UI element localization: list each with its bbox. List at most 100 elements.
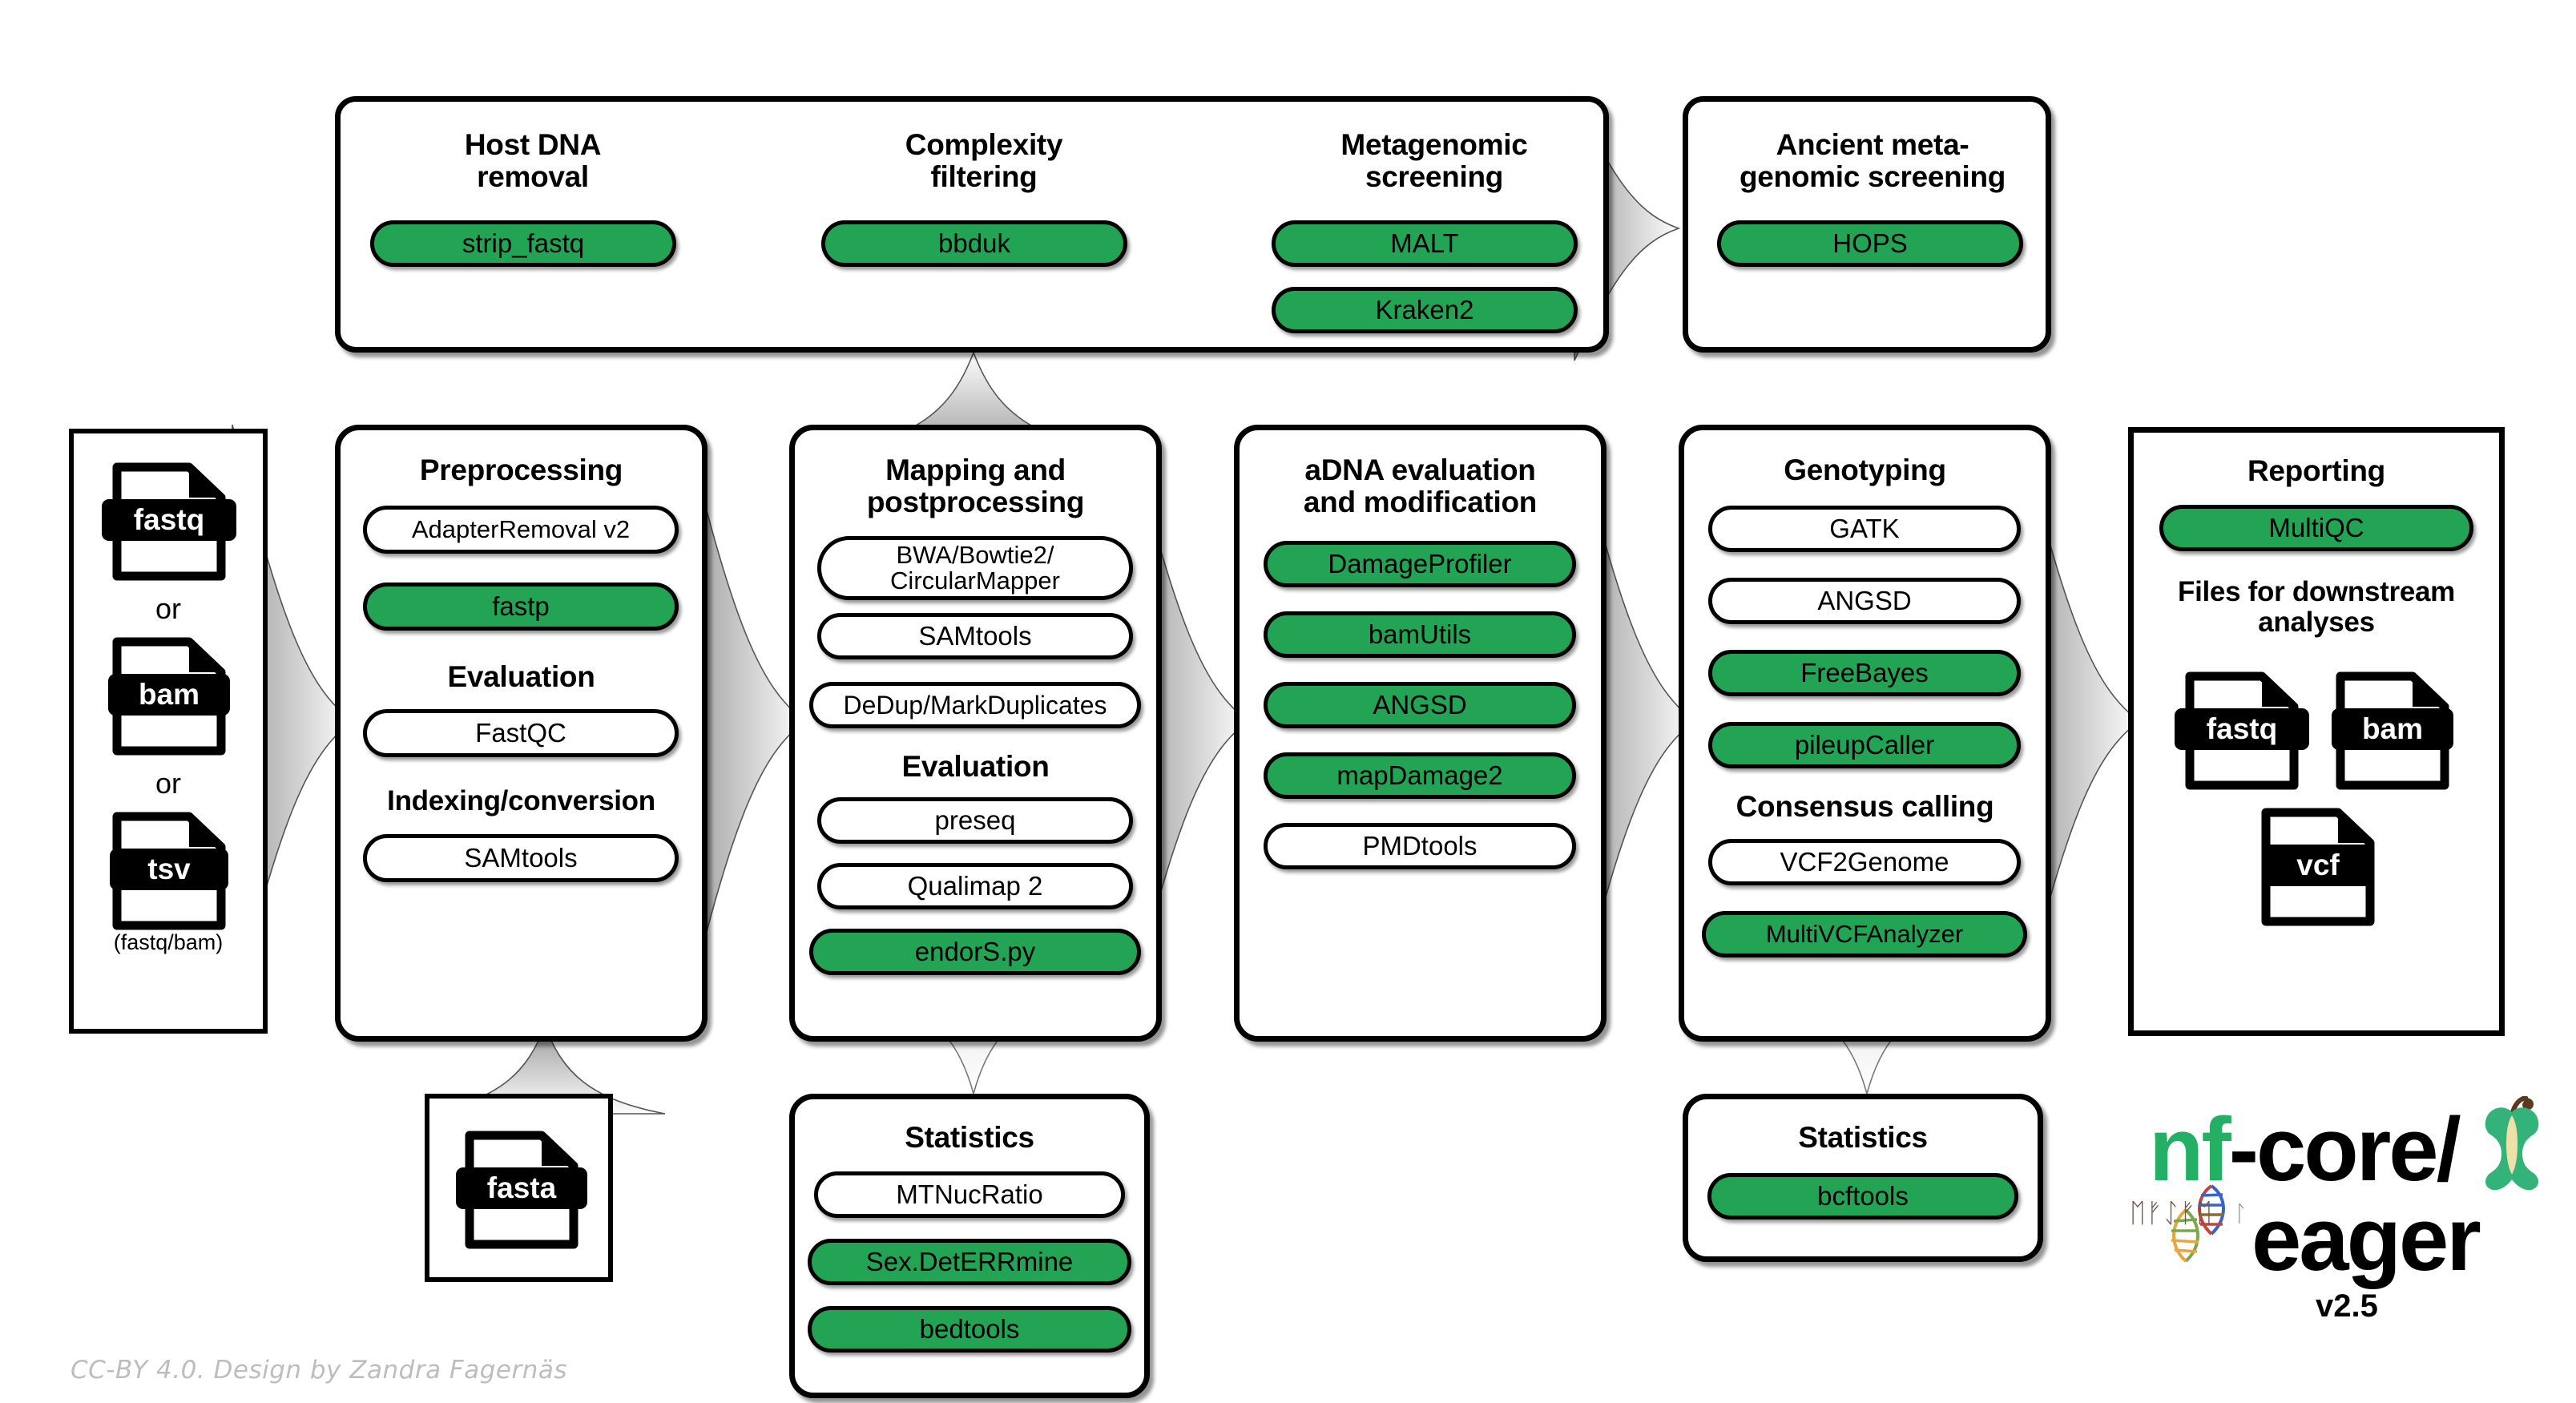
file-ext-label: vcf: [2296, 849, 2340, 881]
tool-pill-mtnucratio[interactable]: MTNucRatio: [814, 1171, 1125, 1218]
tool-label: ANGSD: [1817, 586, 1912, 615]
subheading-files-downstream: Files for downstream analyses: [2134, 577, 2499, 638]
tool-label: fastp: [492, 591, 550, 621]
subheading-consensus-calling: Consensus calling: [1684, 791, 2046, 823]
tool-pill-pileupcaller[interactable]: pileupCaller: [1708, 722, 2021, 768]
section-title-complexity-filtering: Complexity filtering: [824, 129, 1144, 193]
or-label: or: [155, 767, 181, 800]
subheading-text: Evaluation: [901, 750, 1050, 783]
subheading-text: Consensus calling: [1735, 790, 1994, 823]
tool-pill-bwa-bowtie2-circularmapper[interactable]: BWA/Bowtie2/ CircularMapper: [817, 536, 1133, 600]
tsv-format-note: (fastq/bam): [74, 930, 263, 955]
tool-label: Qualimap 2: [907, 871, 1043, 901]
panel-title-statistics-mapping: Statistics: [795, 1122, 1144, 1154]
credit-line: CC-BY 4.0. Design by Zandra Fagernäs: [71, 1356, 567, 1385]
file-ext-label: tsv: [147, 853, 191, 885]
tool-label: bamUtils: [1368, 619, 1472, 649]
tool-pill-adapterremoval-v2[interactable]: AdapterRemoval v2: [363, 506, 679, 554]
ancient-screening-panel: Ancient meta- genomic screening HOPS: [1683, 96, 2051, 353]
tool-label: HOPS: [1832, 228, 1908, 258]
tool-label: Kraken2: [1375, 295, 1474, 325]
tool-pill-bcftools[interactable]: bcftools: [1707, 1173, 2018, 1220]
subheading-text: Evaluation: [447, 660, 595, 693]
tool-pill-preseq[interactable]: preseq: [817, 797, 1133, 844]
nf-core-eager-logo: nf-core/ eager: [2115, 1095, 2564, 1362]
genotyping-panel: Genotyping GATK ANGSD FreeBayes pileupCa…: [1679, 425, 2051, 1042]
tool-label: endorS.py: [914, 937, 1036, 966]
title-line: Host DNA: [464, 128, 602, 161]
logo-nf-text: nf: [2149, 1099, 2231, 1199]
file-ext-badge: fasta: [456, 1167, 587, 1209]
tool-pill-kraken2[interactable]: Kraken2: [1272, 287, 1578, 333]
panel-title-reporting: Reporting: [2134, 455, 2499, 487]
tool-pill-strip-fastq[interactable]: strip_fastq: [370, 220, 676, 267]
title-line: Complexity: [905, 128, 1063, 161]
title-line: genomic screening: [1739, 159, 2006, 193]
tool-pill-angsd-adna[interactable]: ANGSD: [1264, 682, 1576, 728]
file-icon-fastq-output: fastq: [2175, 670, 2309, 792]
tool-pill-qualimap-2[interactable]: Qualimap 2: [817, 863, 1133, 909]
panel-title-genotyping: Genotyping: [1684, 454, 2046, 486]
tool-pill-multiqc[interactable]: MultiQC: [2159, 505, 2473, 551]
title-text: Genotyping: [1784, 454, 1946, 486]
tool-label: SAMtools: [918, 621, 1032, 651]
tool-label: GATK: [1829, 514, 1900, 543]
runic-text-left: ᛖᚠᛇᚠᛖ: [2130, 1197, 2213, 1228]
file-ext-label: fastq: [2206, 712, 2278, 745]
tool-pill-dedup-markduplicates[interactable]: DeDup/MarkDuplicates: [809, 682, 1141, 728]
tool-pill-mapdamage2[interactable]: mapDamage2: [1264, 752, 1576, 799]
file-ext-badge: fastq: [2175, 708, 2309, 750]
tool-pill-multivcfanalyzer[interactable]: MultiVCFAnalyzer: [1702, 911, 2027, 958]
tool-pill-bedtools[interactable]: bedtools: [808, 1306, 1131, 1353]
file-ext-badge: bam: [108, 674, 230, 716]
tool-label: DeDup/MarkDuplicates: [843, 690, 1107, 720]
logo-eager-text: eager: [2251, 1189, 2481, 1289]
tool-pill-samtools-mapping[interactable]: SAMtools: [817, 613, 1133, 659]
tool-label: FreeBayes: [1800, 658, 1929, 687]
tool-pill-gatk[interactable]: GATK: [1708, 506, 2021, 552]
tool-label-line: CircularMapper: [890, 566, 1060, 595]
logo-text-nf-core: nf-core/: [2149, 1098, 2461, 1201]
reporting-panel: Reporting MultiQC Files for downstream a…: [2128, 427, 2505, 1036]
tool-pill-pmdtools[interactable]: PMDtools: [1264, 823, 1576, 869]
subheading-line: analyses: [2258, 606, 2375, 638]
tool-pill-sex-determine[interactable]: Sex.DetERRmine: [808, 1239, 1131, 1285]
file-icon-bam: bam: [108, 635, 230, 757]
tool-label: AdapterRemoval v2: [411, 515, 631, 544]
title-line: filtering: [930, 159, 1038, 193]
tool-label: FastQC: [475, 718, 566, 748]
title-text: Statistics: [1798, 1121, 1928, 1154]
tool-pill-damageprofiler[interactable]: DamageProfiler: [1264, 541, 1576, 587]
panel-title-adna: aDNA evaluation and modification: [1240, 454, 1601, 518]
tool-pill-fastqc[interactable]: FastQC: [363, 709, 679, 757]
inputs-panel: fastq or bam or tsv (fastq/bam): [69, 429, 268, 1034]
file-icon-bam-output: bam: [2332, 670, 2453, 792]
tool-label: bbduk: [938, 228, 1010, 258]
tool-pill-fastp[interactable]: fastp: [363, 583, 679, 631]
tool-pill-freebayes[interactable]: FreeBayes: [1708, 650, 2021, 696]
tool-pill-hops[interactable]: HOPS: [1717, 220, 2023, 267]
statistics-mapping-panel: Statistics MTNucRatio Sex.DetERRmine bed…: [789, 1094, 1150, 1398]
tool-label: Sex.DetERRmine: [865, 1247, 1074, 1276]
tool-label: MultiQC: [2268, 513, 2364, 542]
subheading-indexing-conversion: Indexing/conversion: [341, 786, 702, 816]
tool-pill-samtools-preprocessing[interactable]: SAMtools: [363, 834, 679, 882]
tool-pill-bbduk[interactable]: bbduk: [821, 220, 1127, 267]
mapping-panel: Mapping and postprocessing BWA/Bowtie2/ …: [789, 425, 1162, 1042]
title-line: and modification: [1303, 485, 1538, 518]
file-ext-label: bam: [138, 678, 200, 711]
tool-pill-endors-py[interactable]: endorS.py: [809, 929, 1141, 975]
tool-pill-malt[interactable]: MALT: [1272, 220, 1578, 267]
file-ext-label: fasta: [486, 1171, 557, 1204]
tool-label-line: BWA/Bowtie2/: [896, 541, 1054, 570]
logo-core-text: -core/: [2228, 1099, 2461, 1199]
title-line: aDNA evaluation: [1304, 454, 1536, 486]
runes-label: ᛖᚠᛇᚠᛖ: [2130, 1197, 2214, 1228]
panel-title-preprocessing: Preprocessing: [341, 454, 702, 486]
tool-pill-angsd-genotyping[interactable]: ANGSD: [1708, 578, 2021, 624]
title-text: Reporting: [2247, 454, 2385, 487]
or-separator-1: or: [74, 592, 263, 626]
tool-pill-vcf2genome[interactable]: VCF2Genome: [1708, 839, 2021, 885]
tool-pill-bamutils[interactable]: bamUtils: [1264, 611, 1576, 658]
tool-label: mapDamage2: [1336, 760, 1503, 790]
